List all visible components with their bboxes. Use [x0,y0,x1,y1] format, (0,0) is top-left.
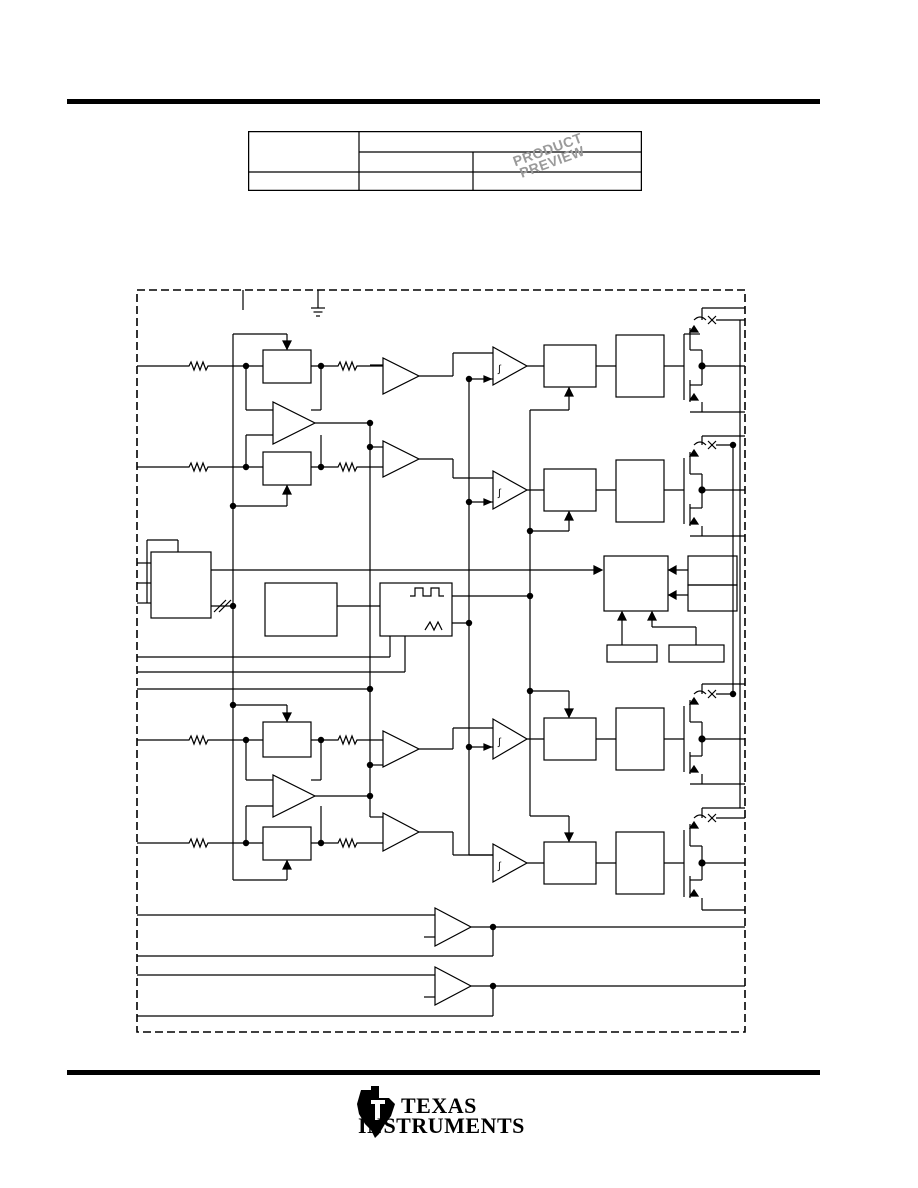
oscillator-block [379,582,453,637]
svg-text:∫: ∫ [497,737,502,748]
device-boundary [136,289,746,1033]
pwm-latch-1 [543,344,597,388]
soft-start-block [668,644,725,663]
square-wave-icon [410,587,444,597]
gate-driver-2 [615,459,665,523]
ramp-wave-icon [424,620,443,632]
functional-block-diagram: ∫ ∫ [136,289,746,1033]
output-stage-3 [664,683,745,785]
svg-text:∫: ∫ [497,364,502,375]
output-stage-4 [664,807,745,911]
ti-wordmark: Texas Instruments [358,1093,525,1137]
header-rule [67,99,820,104]
comparator-1 [492,345,529,387]
output-stage-1 [664,307,745,413]
ground-symbol-icon [311,307,325,317]
gain-amp-1 [382,357,421,395]
output-stage-2 [664,435,745,537]
control-logic-block [150,551,212,619]
svg-text:∫: ∫ [497,488,502,499]
input-resistor-1 [184,361,213,371]
dead-time-control-block [603,555,669,612]
sample-hold-block-1 [262,349,312,384]
pwm-latch-2 [543,468,597,512]
footer-rule [67,1070,820,1075]
gate-driver-1 [615,334,665,398]
gain-amp-2 [382,440,421,478]
uvlo-block [606,644,658,663]
aux-amp-2 [434,966,473,1006]
error-amp-a [272,401,317,445]
gate-driver-4 [615,831,665,895]
comparator-4 [492,842,529,884]
svg-text:∫: ∫ [497,861,502,872]
pwm-latch-3 [543,717,597,761]
gate-driver-3 [615,707,665,771]
ordering-table [248,131,642,191]
ti-wordmark-line1: Texas [401,1093,477,1118]
ti-wordmark-line2: Instruments [358,1113,525,1138]
gain-amp-4 [382,812,421,852]
comparator-3 [492,717,529,761]
reference-block [264,582,338,637]
gain-amp-3 [382,730,421,768]
sample-hold-block-2 [262,451,312,486]
error-amp-b [272,774,317,818]
protection-block-a [687,555,738,586]
comparator-2 [492,469,529,511]
pwm-latch-4 [543,841,597,885]
ti-logo [355,1084,520,1142]
sample-hold-block-4 [262,826,312,861]
sample-hold-block-3 [262,721,312,758]
aux-amp-1 [434,907,473,947]
protection-block-b [687,584,738,612]
ti-state-logo-icon [357,1086,395,1138]
